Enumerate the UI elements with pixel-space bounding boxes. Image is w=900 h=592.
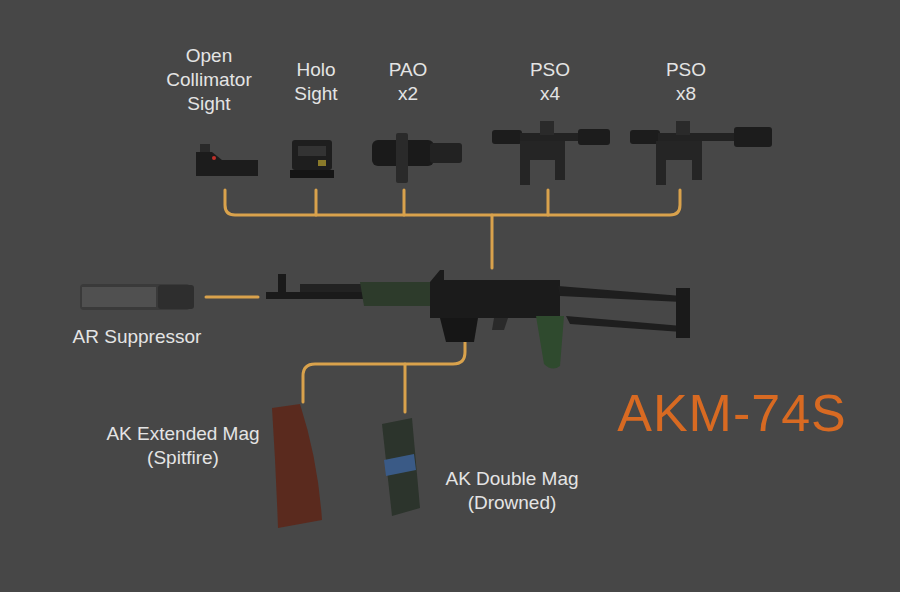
suppressor [80,284,194,310]
extended-mag [272,404,322,528]
holo-sight-label: Holo Sight [284,58,348,106]
open-collimator-label: Open Collimator Sight [149,44,269,116]
rifle [266,270,690,369]
double-mag-label: AK Double Mag (Drowned) [427,467,597,515]
double-mag [382,418,420,516]
pso-x8-scope [630,121,772,185]
pao-scope [372,133,462,183]
pso-x8-label: PSO x8 [659,58,713,106]
pso-x4-label: PSO x4 [523,58,577,106]
extended-mag-label: AK Extended Mag (Spitfire) [92,422,274,470]
suppressor-label: AR Suppressor [52,325,222,349]
attachment-lines [206,190,680,412]
pso-x4-scope [492,121,610,185]
collimator-sight [196,144,258,176]
weapon-title: AKM-74S [617,383,847,443]
pao-label: PAO x2 [381,58,435,106]
holo-sight [290,140,334,178]
